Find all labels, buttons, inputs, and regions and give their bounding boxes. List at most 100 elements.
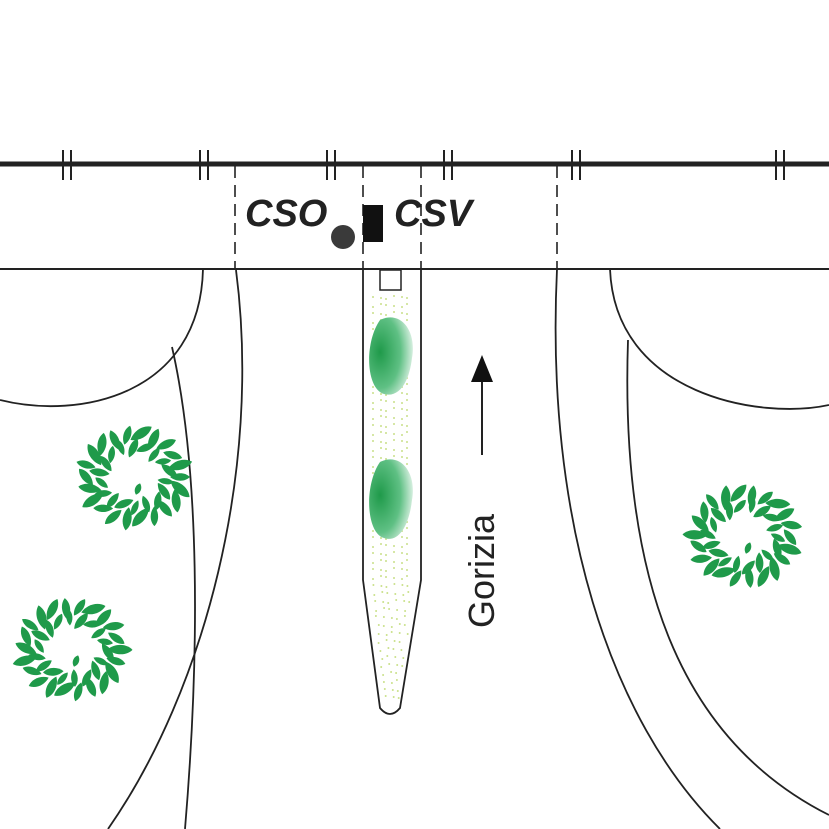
grass-dot [398, 641, 401, 643]
grass-dot [385, 458, 387, 460]
leaf [102, 643, 114, 661]
grass-dot [401, 440, 403, 442]
grass-dot [408, 601, 411, 603]
grass-dot [406, 313, 408, 315]
grass-dot [401, 434, 403, 436]
leaf [123, 425, 132, 445]
grass-dot [380, 585, 383, 587]
grass-dot [390, 626, 393, 628]
leaf [15, 642, 37, 655]
arrow-up-icon [471, 355, 493, 455]
grass-dot [391, 689, 394, 691]
grass-dot [406, 303, 408, 305]
csv-label: CSV [394, 193, 475, 235]
grass-dot [390, 631, 393, 633]
grass-dot [392, 696, 395, 698]
leaf [163, 450, 183, 460]
grass-dot [374, 615, 377, 617]
leaf [87, 443, 102, 466]
grass-dot [382, 625, 385, 627]
grass-dot [397, 697, 400, 699]
grass-dot [393, 295, 395, 297]
grass-dot [393, 407, 395, 409]
leaf [106, 493, 119, 508]
leaf [702, 540, 721, 549]
leaf [132, 507, 149, 527]
tree-icon [682, 484, 803, 588]
grass-dot [395, 618, 398, 620]
leaf [76, 460, 96, 469]
leaf [34, 639, 44, 653]
grass-dot [380, 409, 382, 411]
grass-dot [385, 416, 387, 418]
bush-icon [369, 317, 413, 395]
grass-dot [398, 623, 401, 625]
grass-dot [401, 424, 403, 426]
grass-dot [372, 322, 374, 324]
grass-dot [406, 585, 409, 587]
grass-dot [396, 664, 399, 666]
grass-dot [401, 418, 403, 420]
grass-dot [372, 456, 374, 458]
leaf [73, 682, 83, 702]
grass-dot [385, 442, 387, 444]
grass-dot [383, 688, 386, 690]
leaf [753, 505, 771, 518]
leaf [703, 558, 720, 576]
grass-dot [372, 552, 374, 554]
leaf [107, 644, 133, 655]
grass-dot [406, 447, 408, 449]
grass-dot [406, 559, 408, 561]
grass-dot [406, 543, 408, 545]
leaf [114, 499, 134, 509]
grass-dot [401, 296, 403, 298]
grass-dot [390, 617, 393, 619]
grass-dot [398, 632, 401, 634]
grass-dot [384, 695, 387, 697]
grass-dot [385, 634, 388, 636]
tree-icon [12, 598, 133, 702]
grass-dot [401, 306, 403, 308]
leaf [97, 638, 113, 645]
leaf [136, 443, 155, 453]
grass-dot [396, 690, 399, 692]
grass-dot [382, 616, 385, 618]
grass-dot [401, 546, 403, 548]
grass-dot [385, 586, 388, 588]
grass-dot [381, 658, 384, 660]
leaf [95, 477, 108, 488]
leaf [710, 516, 717, 533]
leaf [102, 622, 125, 631]
leaf [783, 529, 797, 546]
grass-dot [387, 647, 390, 649]
grass-dot [401, 665, 404, 667]
grass-dot [385, 570, 387, 572]
leaf [748, 497, 756, 513]
grass-dot [406, 297, 408, 299]
grass-dot [372, 418, 374, 420]
grass-dot [406, 425, 408, 427]
leaf [83, 620, 102, 628]
leaf [157, 500, 172, 517]
grass-dot [406, 537, 408, 539]
grass-dot [383, 607, 386, 609]
grass-dot [385, 639, 388, 641]
grass-dot [372, 562, 374, 564]
grass-dot [385, 448, 387, 450]
grass-dot [393, 417, 395, 419]
leaf [91, 660, 101, 681]
leaf [161, 464, 178, 478]
bush-icon [369, 459, 413, 539]
grass-dot [380, 441, 382, 443]
leaf [762, 513, 782, 522]
grass-dot [393, 545, 395, 547]
grass-dot [395, 672, 398, 674]
grass-dot [372, 440, 374, 442]
leaf [104, 510, 122, 524]
grass-dot [393, 551, 395, 553]
leaf [20, 626, 32, 647]
grass-dot [380, 303, 382, 305]
grass-dot [380, 425, 382, 427]
grass-dot [401, 562, 403, 564]
leaf [73, 599, 86, 616]
